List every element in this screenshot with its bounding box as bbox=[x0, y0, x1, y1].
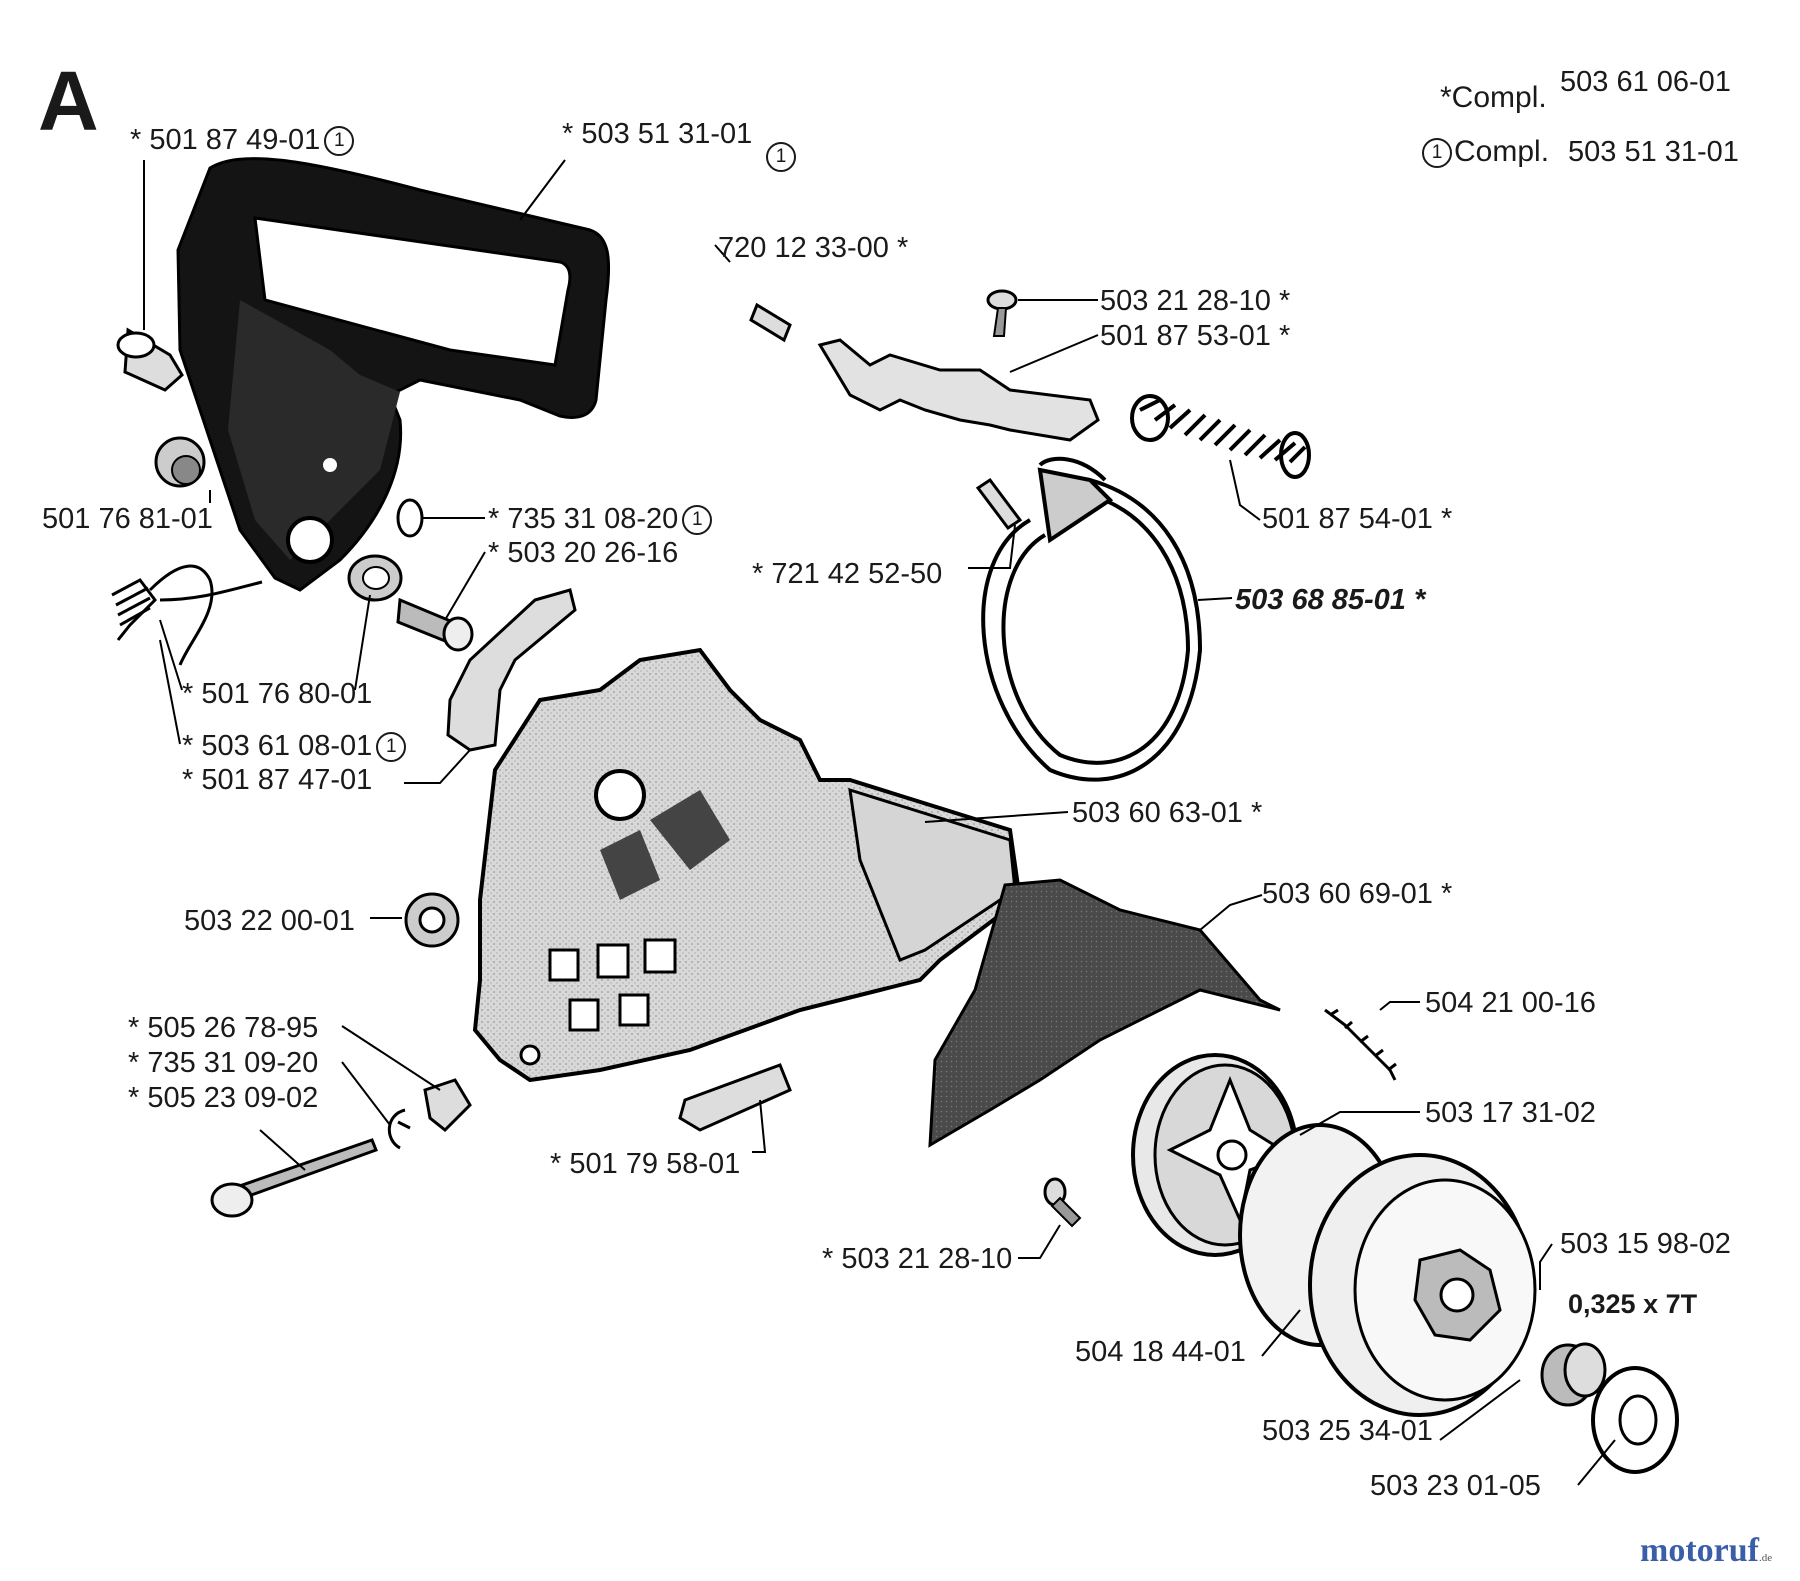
pin-lower bbox=[975, 477, 1023, 531]
part-label: 503 21 28-10 * bbox=[1100, 285, 1291, 317]
part-label: 501 76 81-01 bbox=[42, 503, 213, 535]
section-letter: A bbox=[38, 54, 99, 148]
brake-linkage bbox=[817, 338, 1100, 442]
legend-star-compl-value: 503 61 06-01 bbox=[1560, 66, 1731, 98]
part-label: 503 25 34-01 bbox=[1262, 1415, 1433, 1447]
pivot-screw bbox=[396, 597, 474, 652]
clutch-cover bbox=[472, 647, 1023, 1083]
washer-small bbox=[396, 498, 424, 538]
part-label: 503 15 98-02 bbox=[1560, 1228, 1731, 1260]
brake-band bbox=[981, 456, 1203, 782]
retaining-ring bbox=[387, 1108, 411, 1150]
clutch-spring bbox=[1324, 1008, 1397, 1081]
part-label: 720 12 33-00 * bbox=[718, 232, 909, 264]
clutch-drum bbox=[1308, 1153, 1537, 1417]
part-label: * 505 23 09-02 bbox=[128, 1082, 319, 1114]
part-label: * 721 42 52-50 bbox=[752, 558, 943, 590]
needle-bearing bbox=[1540, 1342, 1607, 1407]
pivot-nut bbox=[347, 554, 403, 602]
part-label: 503 60 63-01 * bbox=[1072, 797, 1263, 829]
brand-name: motoruf bbox=[1640, 1532, 1759, 1569]
part-label: 503 68 85-01 * bbox=[1235, 584, 1426, 616]
tensioner-screw bbox=[210, 1138, 378, 1218]
handle-bolt bbox=[116, 327, 184, 392]
coil-spring bbox=[1130, 394, 1311, 479]
part-label: 501 87 53-01 * bbox=[1100, 320, 1291, 352]
circle-one-icon: 1 bbox=[1422, 138, 1452, 169]
screw-upper bbox=[986, 289, 1018, 337]
chain-guard-plate bbox=[928, 878, 1281, 1148]
part-label: 503 23 01-05 bbox=[1370, 1470, 1541, 1502]
legend-circle-compl-value: 503 51 31-01 bbox=[1568, 136, 1739, 168]
part-label: 504 18 44-01 bbox=[1075, 1336, 1246, 1368]
chain-guide bbox=[678, 1063, 792, 1132]
legend-star-compl: *Compl. bbox=[1440, 82, 1547, 114]
cover-nut bbox=[404, 892, 460, 948]
brake-spring bbox=[111, 564, 263, 666]
pin-upper bbox=[749, 302, 792, 343]
legend-star-compl-label: *Compl. bbox=[1440, 81, 1547, 114]
part-label: 503 22 00-01 bbox=[184, 905, 355, 937]
tensioner-plate bbox=[423, 1078, 472, 1133]
drum-washer bbox=[1591, 1366, 1679, 1474]
brake-lever bbox=[446, 588, 577, 752]
part-label: 503 60 69-01 * bbox=[1262, 878, 1453, 910]
screw-lower bbox=[1043, 1177, 1082, 1228]
part-label: * 503 51 31-01 bbox=[562, 118, 753, 150]
part-label-sprocket-spec: 0,325 x 7T bbox=[1568, 1289, 1698, 1319]
front-handle bbox=[176, 157, 611, 592]
part-label: 503 17 31-02 bbox=[1425, 1097, 1596, 1129]
circle-one-icon: 1 bbox=[766, 142, 796, 173]
part-label: * 501 76 80-01 bbox=[182, 678, 373, 710]
brand-watermark: motoruf.de bbox=[1640, 1532, 1772, 1570]
part-label: * 735 31 09-20 bbox=[128, 1047, 319, 1079]
part-label: * 505 26 78-95 bbox=[128, 1012, 319, 1044]
circle-one-icon: 1 bbox=[682, 505, 713, 536]
part-label: * 501 79 58-01 bbox=[550, 1148, 741, 1180]
legend-circle-compl-label: Compl. bbox=[1454, 135, 1550, 168]
part-label-circle: 1 bbox=[762, 140, 796, 173]
part-label: * 503 20 26-16 bbox=[488, 537, 679, 569]
circle-one-icon: 1 bbox=[376, 732, 407, 763]
part-label: 501 87 54-01 * bbox=[1262, 503, 1453, 535]
circle-one-icon: 1 bbox=[324, 126, 355, 157]
leader-lines bbox=[143, 159, 1616, 1486]
part-label: * 503 21 28-10 bbox=[822, 1243, 1013, 1275]
brand-suffix: .de bbox=[1758, 1552, 1773, 1564]
part-label: * 501 87 47-01 bbox=[182, 764, 373, 796]
part-label: 504 21 00-16 bbox=[1425, 987, 1596, 1019]
handle-nut bbox=[154, 436, 206, 488]
